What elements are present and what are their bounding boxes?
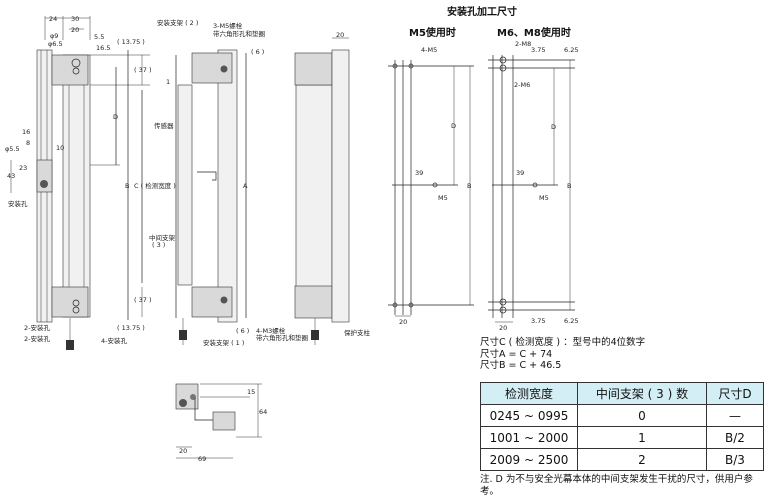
header-width: 检测宽度: [480, 382, 578, 405]
dim-B-front: B: [125, 182, 129, 190]
cell: 2009 ~ 2500: [480, 448, 578, 471]
front-view: 24 30 20 φ9 φ6.5 5.5 16.5 ( 13.75 ) ( 37…: [5, 15, 176, 350]
dim-13-75-bot: ( 13.75 ): [117, 324, 145, 332]
dim-39-m5: 39: [415, 169, 423, 177]
cell: 0245 ~ 0995: [480, 404, 578, 427]
dim-D-m5: D: [451, 122, 456, 130]
dim-23: 23: [19, 164, 27, 172]
dim-1: 1: [166, 78, 170, 86]
m68-title: M6、M8使用时: [497, 26, 571, 39]
dim-39-m68: 39: [516, 169, 524, 177]
dim-20-m5: 20: [399, 318, 407, 326]
label-2-m6: 2-M6: [514, 81, 530, 89]
cell: 1: [577, 426, 707, 449]
dim-6-25-bot: 6.25: [564, 317, 578, 325]
label-4-holes: 4-安装孔: [101, 336, 127, 345]
dim-30: 30: [71, 15, 79, 23]
dim-6-25-top: 6.25: [564, 46, 578, 54]
formula-a: 尺寸A = C + 74: [480, 348, 553, 360]
cell: —: [706, 404, 764, 427]
label-mid-bracket: 中间支架: [149, 233, 176, 242]
hole-section: 安装孔加工尺寸 M5使用时 M6、M8使用时 4-M5 D 39 M5 B 20…: [388, 5, 578, 332]
sensor-body: [62, 54, 91, 318]
dim-10: 10: [56, 144, 64, 152]
label-guard: 保护支柱: [344, 328, 371, 337]
dim-37-bot: ( 37 ): [134, 296, 151, 304]
bolt-icon: [40, 180, 48, 188]
dim-64: 64: [259, 408, 267, 416]
bottom-bracket: [51, 286, 89, 318]
dim-8: 8: [26, 139, 30, 147]
dim-20: 20: [71, 26, 79, 34]
dim-16: 16: [22, 128, 30, 136]
footnote: 注. D 为不与安全光幕本体的中间支架发生干扰的尺寸，供用户参考。: [480, 474, 753, 497]
dim-20-m68: 20: [499, 324, 507, 332]
guard-rail: [217, 49, 238, 323]
label-bolt-3-sub: 带六角形孔和垫圈: [213, 29, 265, 38]
label-bolt-3: 3-M5螺栓: [213, 21, 243, 30]
label-4-m5: 4-M5: [421, 46, 437, 54]
label-m5: M5: [438, 194, 448, 202]
table-row: 1001 ~ 2000 1 B/2: [480, 426, 764, 449]
label-bracket-1: 安装支架 ( 1 ): [203, 338, 244, 347]
dim-B-m5: B: [467, 182, 471, 190]
dim-5-5: 5.5: [94, 33, 104, 41]
label-bolt-4-sub: 带六角形孔和垫圈: [256, 333, 308, 342]
header-d: 尺寸D: [706, 382, 764, 405]
dim-A: A: [243, 182, 248, 190]
dim-69: 69: [198, 455, 206, 463]
label-m5-m68: M5: [539, 194, 549, 202]
dim-20-bracket: 20: [179, 447, 187, 455]
header-count: 中间支架 ( 3 ) 数: [577, 382, 707, 405]
dim-phi6-5: φ6.5: [48, 40, 63, 48]
label-bolt-4: 4-M3螺栓: [256, 326, 286, 335]
dim-37-top: ( 37 ): [134, 66, 151, 74]
formula-b: 尺寸B = C + 46.5: [480, 360, 562, 371]
cell: B/3: [706, 448, 764, 471]
dim-16-5: 16.5: [96, 44, 110, 52]
table-row: 0245 ~ 0995 0 —: [480, 404, 764, 427]
label-2-m8: 2-M8: [515, 40, 531, 48]
dim-3-75-top: 3.75: [531, 46, 545, 54]
guard-rail: [331, 49, 350, 323]
dim-20-back: 20: [336, 31, 344, 39]
formulas: 尺寸C ( 检测宽度 ) ：型号中的4位数字 尺寸A = C + 74 尺寸B …: [480, 337, 645, 372]
table-header-row: 检测宽度 中间支架 ( 3 ) 数 尺寸D: [480, 382, 764, 405]
dim-15: 15: [247, 388, 255, 396]
label-mid-bracket-num: ( 3 ): [152, 241, 165, 249]
table-row: 2009 ~ 2500 2 B/3: [480, 448, 764, 471]
dim-13-75-top: ( 13.75 ): [117, 38, 145, 46]
bracket-detail: 15 64 20 69: [175, 383, 267, 463]
cell: 1001 ~ 2000: [480, 426, 578, 449]
cell: B/2: [706, 426, 764, 449]
label-sensor: 传感器: [154, 121, 174, 130]
formula-c: 尺寸C ( 检测宽度 ) ：型号中的4位数字: [480, 337, 646, 348]
cell: 0: [577, 404, 707, 427]
label-bracket-2: 安装支架 ( 2 ): [157, 18, 198, 27]
label-2-holes-a: 2-安装孔: [24, 323, 50, 332]
side-view: A 安装支架 ( 2 ) 3-M5螺栓 带六角形孔和垫圈 ( 6 ) 1 传感器…: [149, 18, 265, 347]
back-view: 20 4-M3螺栓 带六角形孔和垫圈 保护支柱: [256, 31, 371, 345]
dim-3-75-bot: 3.75: [531, 317, 545, 325]
dim-C-front: C ( 检测宽度 ): [134, 181, 176, 190]
dim-D-front: D: [113, 113, 118, 121]
label-2-holes-b: 2-安装孔: [24, 334, 50, 343]
dim-6-bot: ( 6 ): [236, 327, 249, 335]
sensor-body: [295, 84, 333, 288]
dim-D-m68: D: [551, 123, 556, 131]
bracket-table: 检测宽度 中间支架 ( 3 ) 数 尺寸D 0245 ~ 0995 0 — 10…: [480, 382, 764, 471]
dim-24: 24: [49, 15, 57, 23]
dim-6-top: ( 6 ): [251, 48, 264, 56]
dim-phi5-5: φ5.5: [5, 145, 20, 153]
dim-phi9: φ9: [50, 32, 58, 40]
label-mount-hole: 安装孔: [8, 199, 28, 208]
top-bracket: [51, 54, 89, 86]
cell: 2: [577, 448, 707, 471]
dim-B-m68: B: [567, 182, 571, 190]
hole-section-title: 安装孔加工尺寸: [447, 5, 517, 18]
m5-title: M5使用时: [409, 26, 456, 39]
